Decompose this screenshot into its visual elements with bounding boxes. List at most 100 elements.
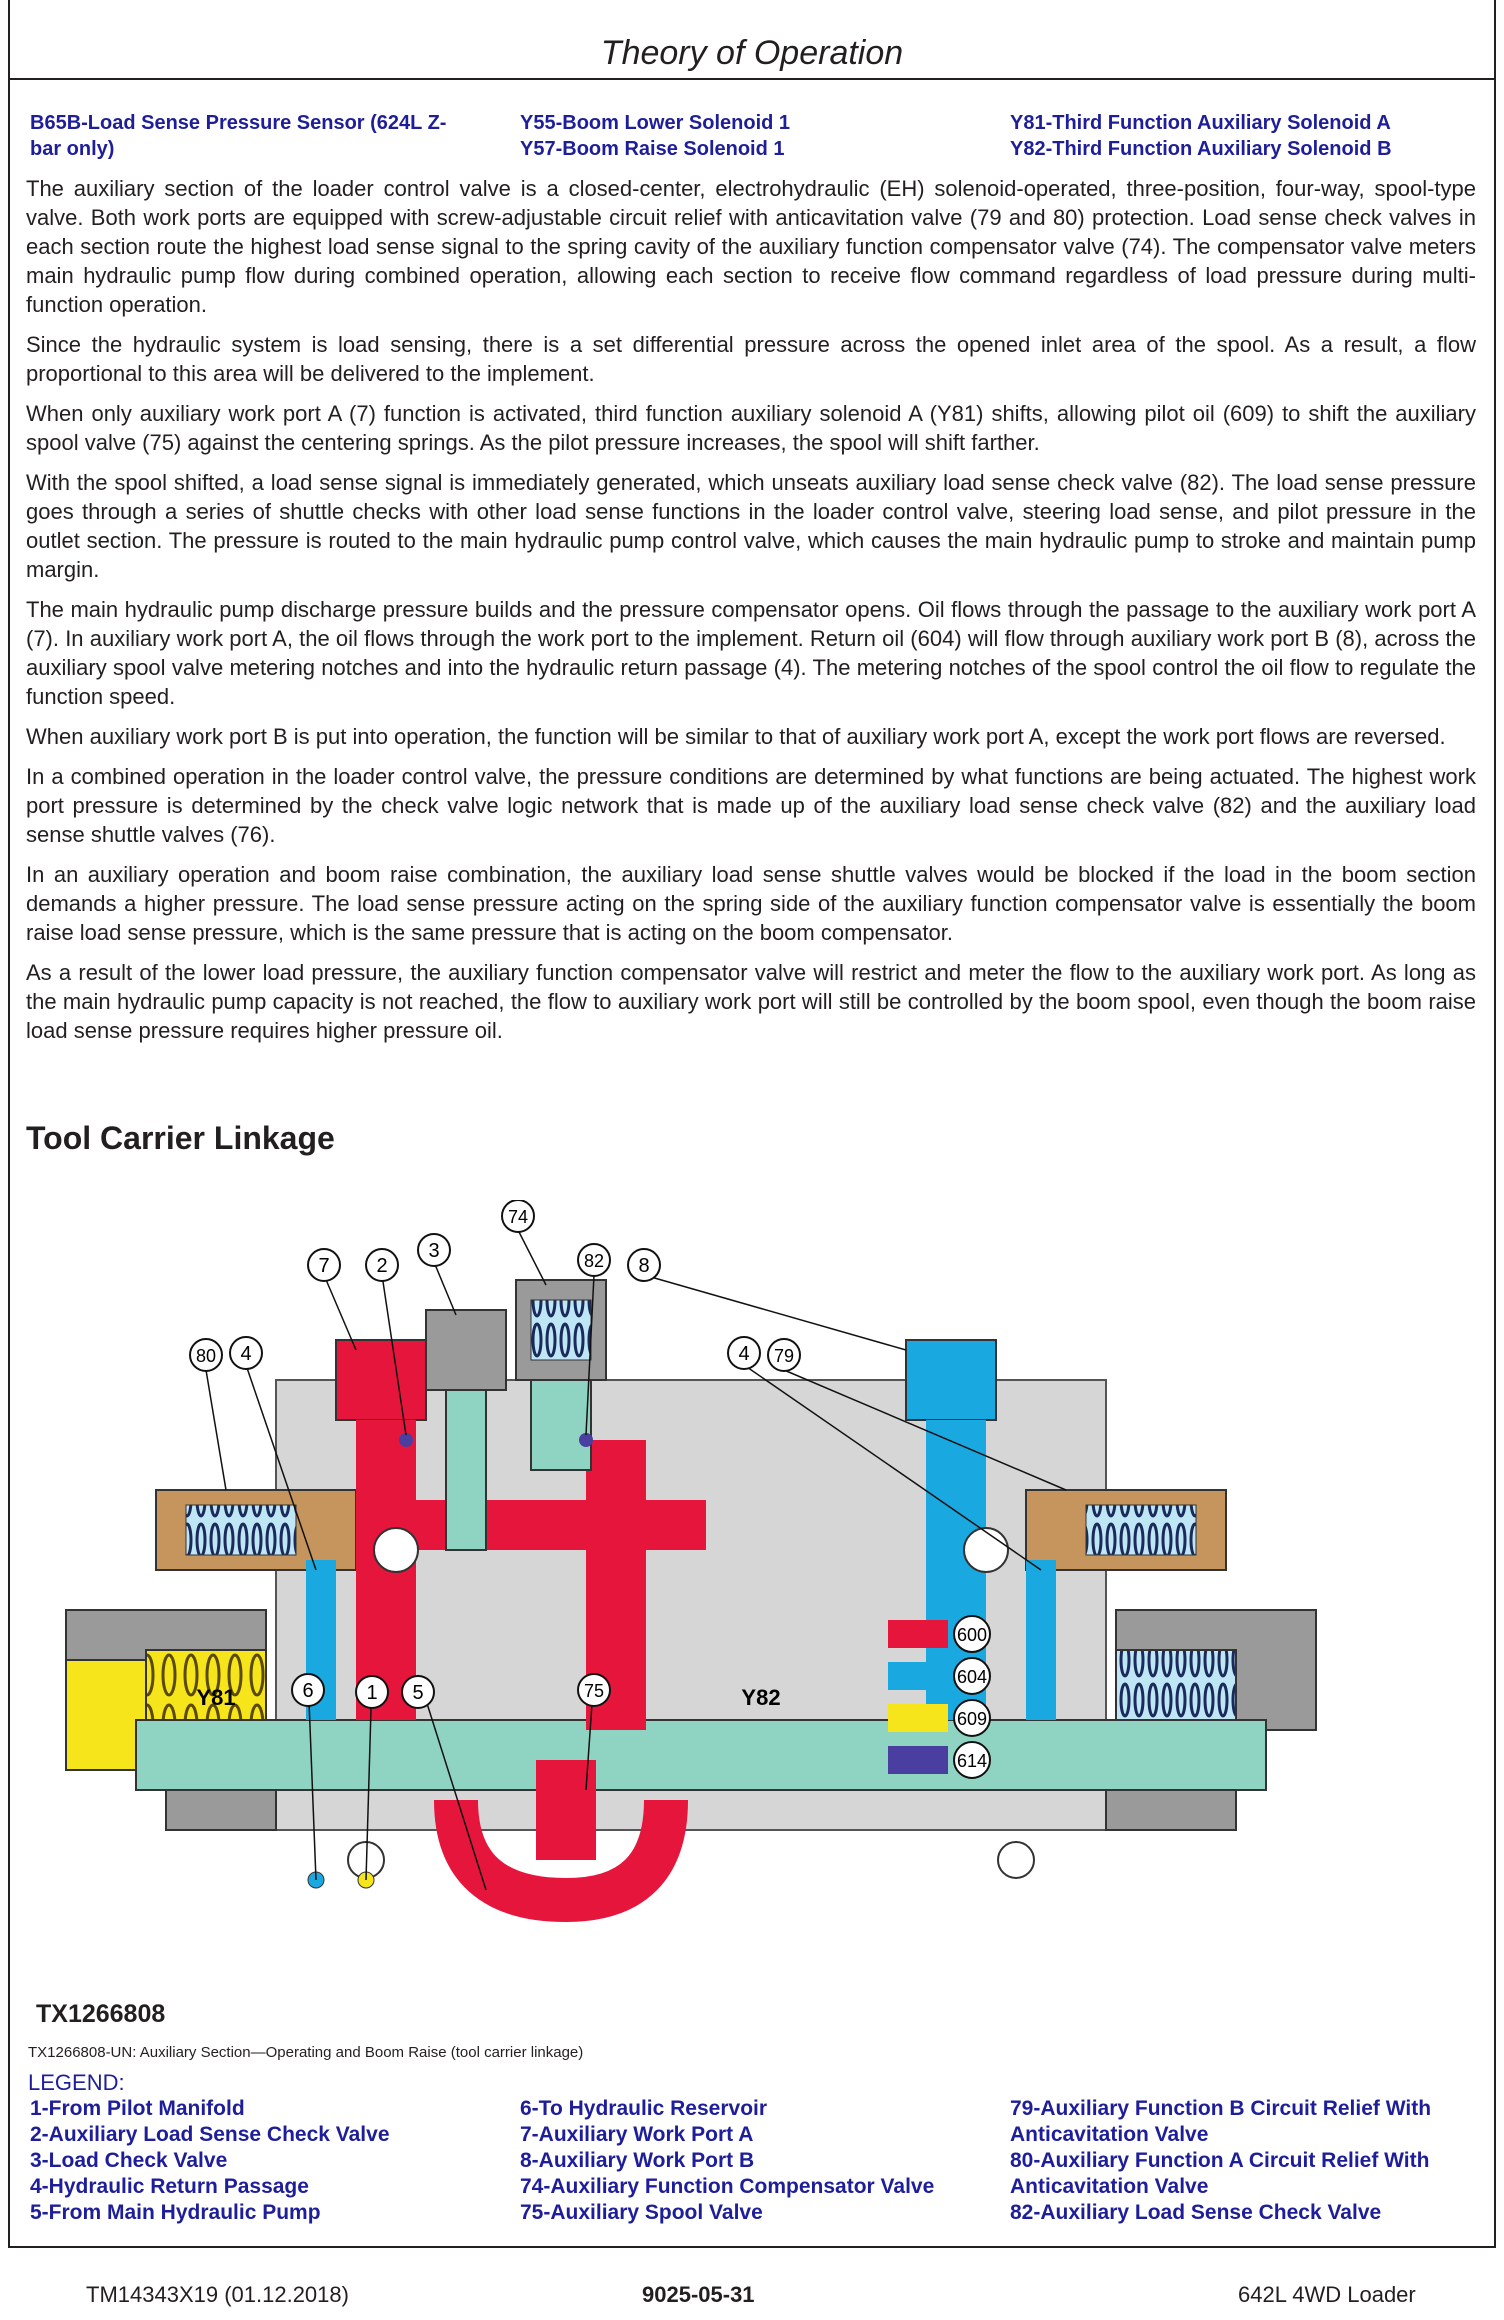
svg-text:75: 75 (584, 1681, 604, 1701)
auxiliary-spool (135, 1719, 1267, 1791)
abbreviation-item: Y55-Boom Lower Solenoid 1 (520, 112, 791, 134)
abbreviation-col-2: Y55-Boom Lower Solenoid 1 Y57-Boom Raise… (520, 110, 990, 162)
svg-text:82: 82 (584, 1251, 604, 1271)
abbreviation-item: Y82-Third Function Auxiliary Solenoid B (1010, 138, 1392, 160)
load-check-cap (425, 1309, 507, 1391)
svg-text:79: 79 (774, 1346, 794, 1366)
legend-item: 1-From Pilot Manifold (30, 2097, 245, 2120)
svg-text:6: 6 (302, 1680, 313, 1702)
callout-1: 1 (355, 1674, 389, 1881)
svg-text:74: 74 (508, 1207, 528, 1227)
callout-4-left: 4 (229, 1336, 317, 1571)
label-y82: Y82 (741, 1685, 780, 1710)
header-divider (8, 78, 1496, 80)
paragraph: Since the hydraulic system is load sensi… (26, 332, 1476, 386)
legend-item: 79-Auxiliary Function B Circuit Relief W… (1010, 2097, 1432, 2120)
footer-page-number: 9025-05-31 (642, 2282, 755, 2307)
paragraph: When auxiliary work port B is put into o… (26, 724, 1446, 749)
legend-col-2: 6-To Hydraulic Reservoir 7-Auxiliary Wor… (520, 2096, 1000, 2226)
callout-75: 75 (577, 1673, 611, 1791)
abbreviation-item: Y57-Boom Raise Solenoid 1 (520, 138, 785, 160)
paragraph: When only auxiliary work port A (7) func… (26, 401, 1476, 455)
legend-item: 80-Auxiliary Function A Circuit Relief W… (1010, 2149, 1430, 2172)
legend-item: 6-To Hydraulic Reservoir (520, 2097, 768, 2120)
relief-spring-80 (185, 1504, 297, 1556)
legend-item: Anticavitation Valve (1010, 2175, 1209, 2198)
legend-item: 74-Auxiliary Function Compensator Valve (520, 2175, 935, 2198)
legend-item: 3-Load Check Valve (30, 2149, 228, 2172)
legend-item: Anticavitation Valve (1010, 2123, 1209, 2146)
callout-79: 79 (767, 1338, 1067, 1491)
abbreviation-col-3: Y81-Third Function Auxiliary Solenoid A … (1010, 110, 1490, 162)
paragraph: The auxiliary section of the loader cont… (26, 176, 1476, 317)
return-passage-right (1026, 1560, 1056, 1720)
key-label-600: 600 (957, 1625, 987, 1645)
relief-spring-79 (1085, 1504, 1197, 1556)
svg-text:1: 1 (366, 1682, 377, 1704)
bore-hole (997, 1841, 1035, 1879)
page-title: Theory of Operation (600, 34, 904, 72)
legend-title: LEGEND: (28, 2070, 125, 2095)
load-check-valve (445, 1389, 487, 1551)
work-port-b-passage (905, 1339, 997, 1421)
label-y81: Y81 (196, 1685, 235, 1710)
svg-text:8: 8 (638, 1255, 649, 1277)
bore-hole (373, 1527, 419, 1573)
work-port-a-passage (335, 1339, 427, 1421)
key-swatch-600 (888, 1620, 948, 1648)
svg-text:3: 3 (428, 1240, 439, 1262)
callout-7: 7 (307, 1248, 357, 1351)
footer-model: 642L 4WD Loader (1238, 2282, 1416, 2307)
figure-caption: TX1266808-UN: Auxiliary Section—Operatin… (28, 2044, 584, 2061)
legend-item: 4-Hydraulic Return Passage (30, 2175, 309, 2198)
page-frame (8, 0, 1496, 2248)
paragraph: The main hydraulic pump discharge pressu… (26, 597, 1476, 709)
callout-74: 74 (501, 1199, 547, 1286)
key-label-604: 604 (957, 1667, 987, 1687)
pilot-cap-left (65, 1659, 147, 1771)
legend-item: 2-Auxiliary Load Sense Check Valve (30, 2123, 390, 2146)
key-label-614: 614 (957, 1751, 987, 1771)
legend-col-1: 1-From Pilot Manifold 2-Auxiliary Load S… (30, 2096, 510, 2226)
paragraph: With the spool shifted, a load sense sig… (26, 470, 1476, 582)
figure-id: TX1266808 (36, 2000, 166, 2028)
callout-6: 6 (291, 1673, 325, 1881)
callout-80: 80 (189, 1338, 227, 1491)
svg-text:5: 5 (412, 1682, 423, 1704)
key-swatch-609 (888, 1704, 948, 1732)
pressure-key: 600 604 609 614 (888, 1615, 991, 1779)
svg-text:2: 2 (376, 1255, 387, 1277)
callout-82: 82 (577, 1243, 611, 1436)
footer-doc-id: TM14343X19 (01.12.2018) (86, 2282, 349, 2307)
callout-5: 5 (401, 1674, 487, 1891)
abbreviation-col-1: B65B-Load Sense Pressure Sensor (624L Z-… (30, 110, 510, 162)
bore-hole (963, 1527, 1009, 1573)
key-swatch-614 (888, 1746, 948, 1774)
callout-3: 3 (417, 1233, 457, 1316)
key-label-609: 609 (957, 1709, 987, 1729)
section-heading: Tool Carrier Linkage (26, 1120, 335, 1156)
callout-4-right: 4 (727, 1336, 1042, 1571)
legend-item: 5-From Main Hydraulic Pump (30, 2201, 321, 2224)
abbreviation-item: bar only) (30, 138, 115, 160)
callout-8: 8 (627, 1248, 907, 1351)
legend-item: 75-Auxiliary Spool Valve (520, 2201, 763, 2224)
diagram-svg: 7 2 3 74 82 8 80 (65, 1199, 1317, 1923)
abbreviation-item: Y81-Third Function Auxiliary Solenoid A (1010, 112, 1391, 134)
svg-text:7: 7 (318, 1255, 329, 1277)
hydraulic-diagram: 7 2 3 74 82 8 80 (26, 1199, 1476, 2000)
compensator-spring (530, 1299, 592, 1361)
legend-col-3: 79-Auxiliary Function B Circuit Relief W… (1010, 2096, 1490, 2226)
legend-item: 82-Auxiliary Load Sense Check Valve (1010, 2201, 1382, 2224)
svg-text:4: 4 (240, 1343, 251, 1365)
legend-item: 7-Auxiliary Work Port A (520, 2123, 754, 2146)
abbreviation-item: B65B-Load Sense Pressure Sensor (624L Z- (30, 112, 447, 134)
svg-text:4: 4 (738, 1343, 749, 1365)
pump-inlet (536, 1760, 596, 1860)
pump-loop-passage (434, 1799, 688, 1923)
paragraph: As a result of the lower load pressure, … (26, 960, 1476, 1043)
svg-text:80: 80 (196, 1346, 216, 1366)
paragraph: In an auxiliary operation and boom raise… (26, 862, 1476, 945)
legend-item: 8-Auxiliary Work Port B (520, 2149, 755, 2172)
load-sense-port (579, 1433, 593, 1447)
